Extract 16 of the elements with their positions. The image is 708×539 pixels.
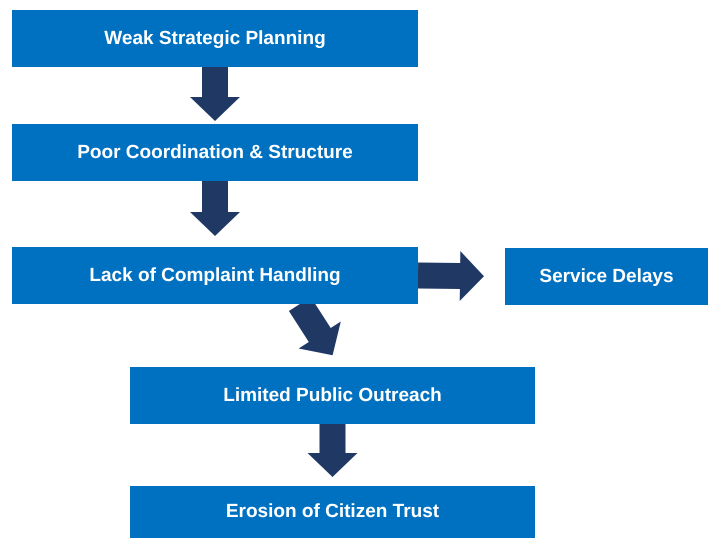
box-label: Limited Public Outreach: [223, 384, 442, 406]
process-box: [12, 10, 418, 67]
block-arrow: [308, 424, 358, 477]
box-label: Service Delays: [539, 266, 674, 288]
box-label: Erosion of Citizen Trust: [226, 501, 440, 523]
process-box: [12, 124, 418, 181]
process-box: [505, 248, 708, 305]
box-label: Lack of Complaint Handling: [89, 264, 341, 286]
box-label: Weak Strategic Planning: [104, 28, 326, 50]
box-label: Poor Coordination & Structure: [77, 142, 353, 164]
process-box: [130, 367, 535, 424]
block-arrow: [190, 67, 240, 121]
process-box: [12, 247, 418, 304]
block-arrow: [418, 251, 484, 301]
process-box: [130, 486, 535, 538]
block-arrow: [190, 181, 240, 236]
